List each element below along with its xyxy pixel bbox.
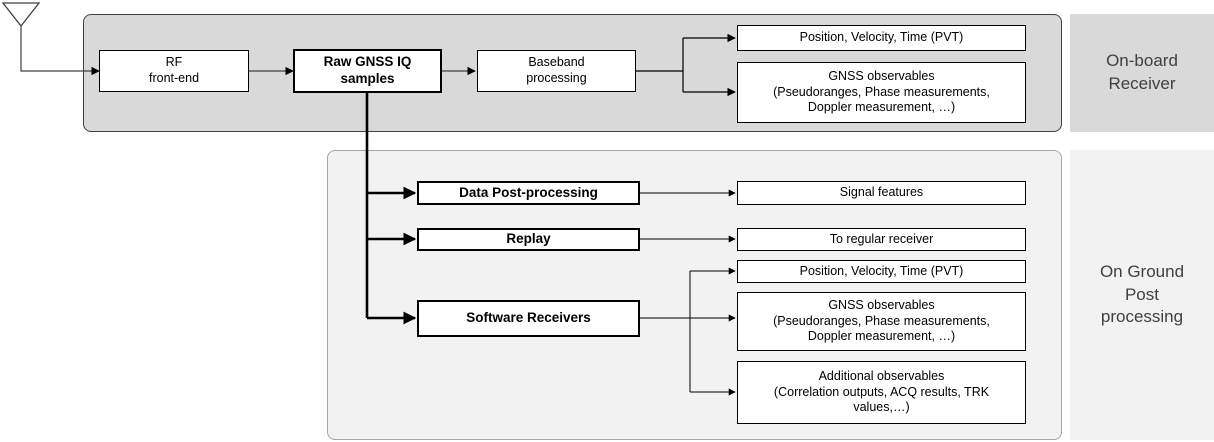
replay-box: Replay <box>417 228 640 251</box>
rf-frontend-box: RF front-end <box>99 50 249 92</box>
gnss-observables-onboard-box: GNSS observables (Pseudoranges, Phase me… <box>737 62 1026 123</box>
data-post-processing-box: Data Post-processing <box>417 181 640 205</box>
signal-features-box: Signal features <box>737 181 1026 205</box>
additional-observables-box: Additional observables (Correlation outp… <box>737 361 1026 424</box>
baseband-processing-box: Baseband processing <box>477 50 636 92</box>
antenna-icon <box>1 2 41 28</box>
pvt-ground-box: Position, Velocity, Time (PVT) <box>737 260 1026 283</box>
raw-gnss-iq-box: Raw GNSS IQ samples <box>293 49 442 93</box>
pvt-onboard-box: Position, Velocity, Time (PVT) <box>737 25 1026 51</box>
antenna-to-rf-arrow <box>20 26 100 76</box>
baseband-split-line <box>636 38 684 92</box>
on-ground-label: On Ground Post processing <box>1070 150 1214 440</box>
onboard-receiver-label-text: On-board Receiver <box>1106 51 1178 93</box>
gnss-observables-ground-box: GNSS observables (Pseudoranges, Phase me… <box>737 292 1026 351</box>
software-split-line <box>640 271 691 392</box>
software-receivers-box: Software Receivers <box>417 300 640 337</box>
on-ground-label-text: On Ground Post processing <box>1099 261 1185 327</box>
onboard-receiver-label: On-board Receiver <box>1070 14 1214 132</box>
regular-receiver-box: To regular receiver <box>737 228 1026 251</box>
